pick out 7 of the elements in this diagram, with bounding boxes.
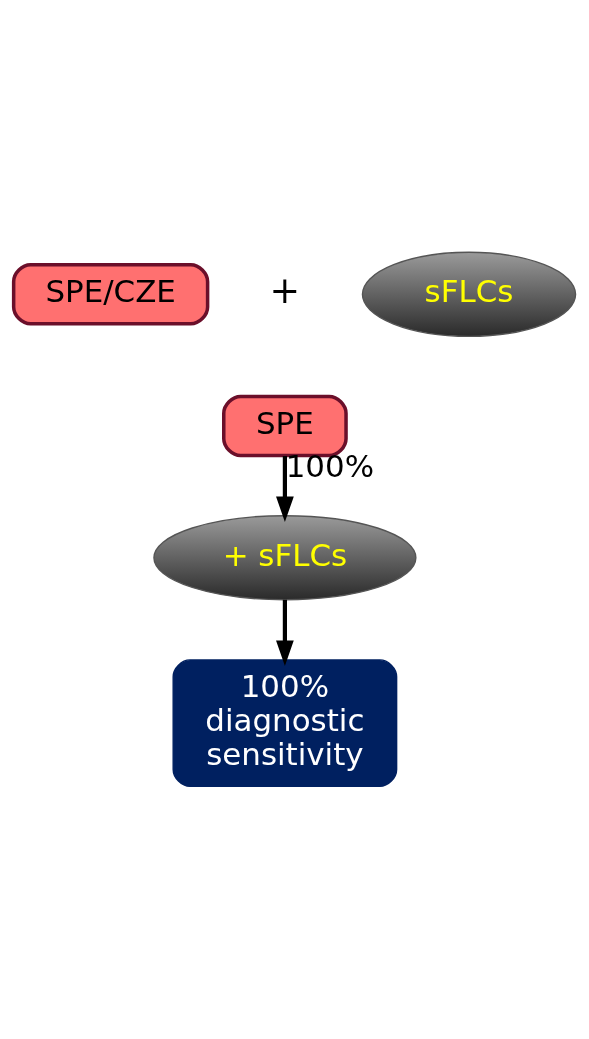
arrow (276, 599, 294, 666)
node-ellipse: + sFLCs (153, 515, 417, 601)
node-box: 100% diagnostic sensitivity (172, 659, 398, 788)
node-box: SPE/CZE (11, 263, 210, 326)
arrow (276, 456, 294, 522)
label: + (269, 269, 301, 313)
node-ellipse: sFLCs (361, 251, 577, 338)
